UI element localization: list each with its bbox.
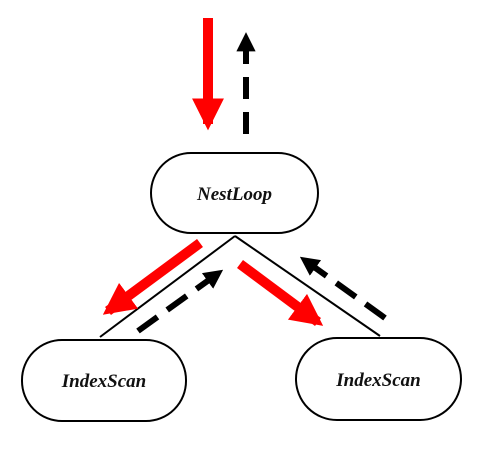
node-nestloop: NestLoop bbox=[150, 152, 319, 234]
edge-nestloop-to-right-indexscan bbox=[234, 235, 381, 337]
node-indexscan-left: IndexScan bbox=[21, 339, 187, 422]
node-indexscan-right-box bbox=[295, 337, 462, 421]
node-indexscan-right: IndexScan bbox=[295, 337, 462, 421]
node-indexscan-left-box bbox=[21, 339, 187, 422]
return-arrow-from-right-indexscan bbox=[299, 256, 387, 321]
node-indexscan-left-label: IndexScan bbox=[61, 371, 146, 392]
request-arrow-to-left-indexscan bbox=[102, 238, 203, 316]
edge-nestloop-to-left-indexscan bbox=[99, 235, 236, 338]
node-nestloop-label: NestLoop bbox=[196, 184, 272, 205]
node-nestloop-box bbox=[150, 152, 319, 234]
return-arrow-from-left-indexscan bbox=[136, 269, 224, 334]
node-indexscan-right-label: IndexScan bbox=[335, 370, 420, 391]
request-arrow-to-right-indexscan bbox=[237, 259, 324, 327]
